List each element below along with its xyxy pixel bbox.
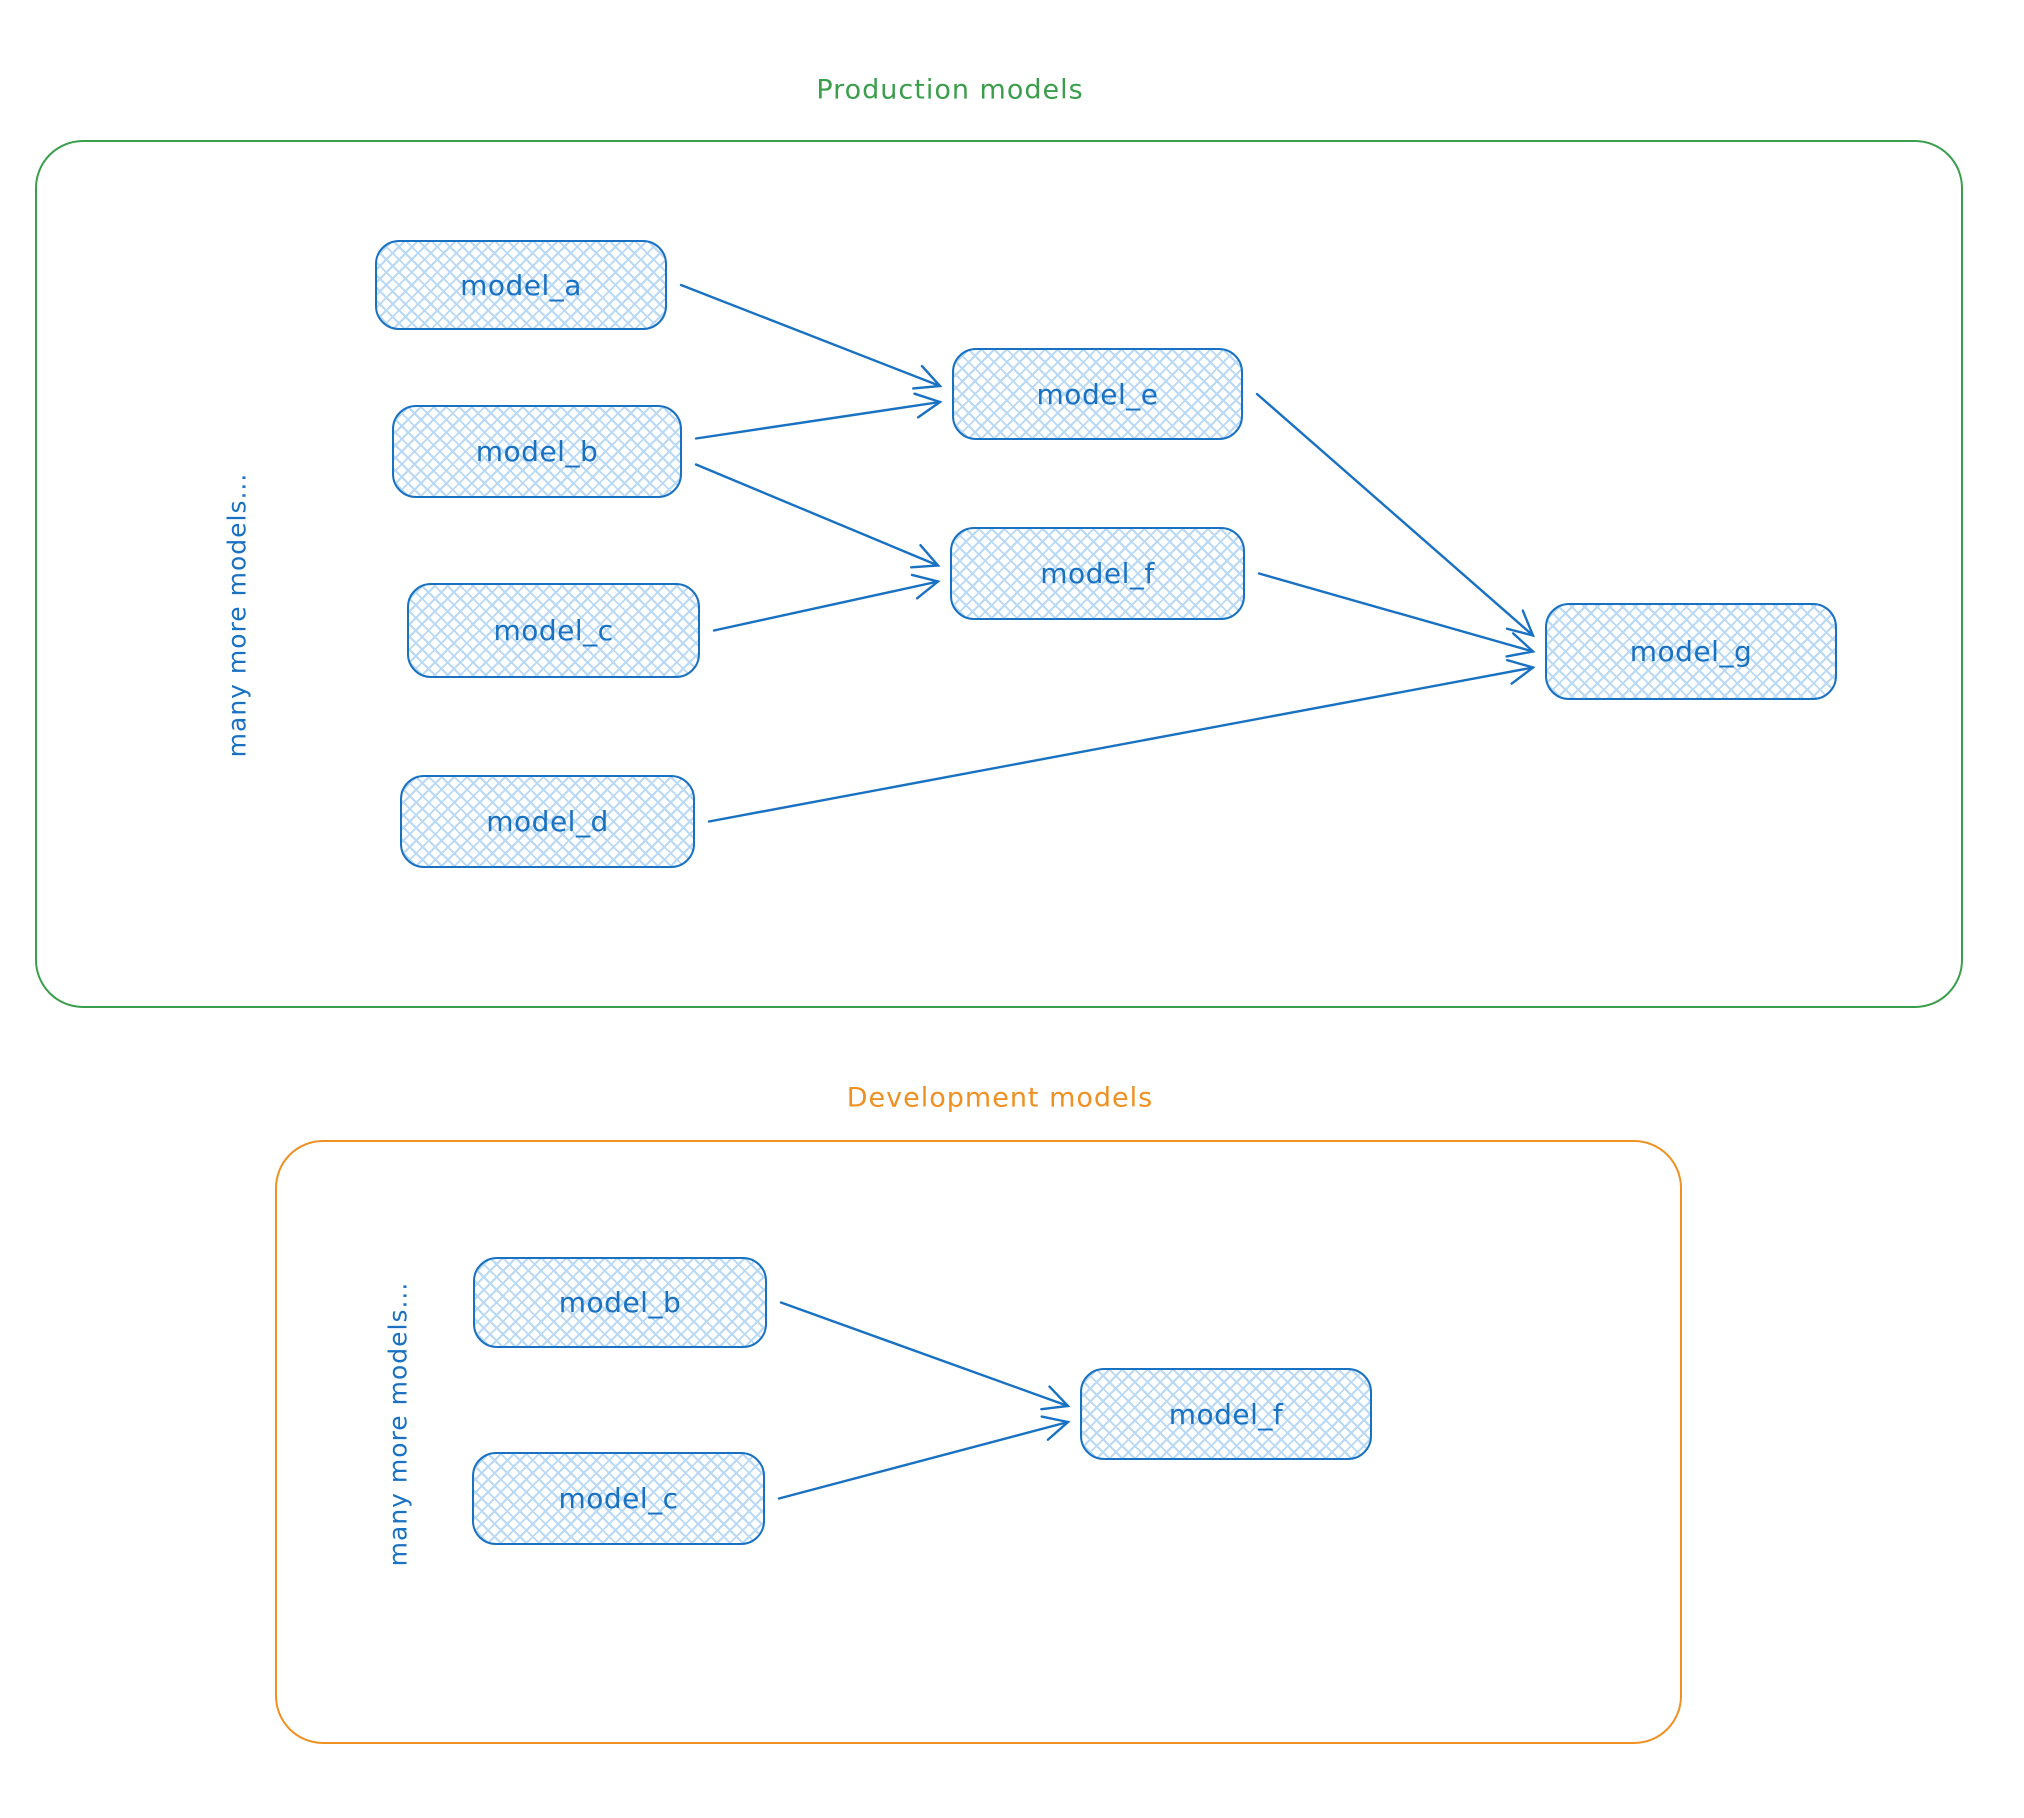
development-side-label: many more models... <box>383 1281 413 1567</box>
node-development-model_f: model_f <box>1080 1368 1372 1460</box>
production-frame <box>35 140 1963 1008</box>
node-development-model_c: model_c <box>472 1452 765 1545</box>
node-production-model_g: model_g <box>1545 603 1837 700</box>
node-production-model_b: model_b <box>392 405 682 498</box>
node-production-model_a: model_a <box>375 240 667 330</box>
node-production-model_f: model_f <box>950 527 1245 620</box>
node-production-model_c: model_c <box>407 583 700 678</box>
development-title: Development models <box>846 1082 1154 1114</box>
production-title: Production models <box>816 74 1084 106</box>
node-development-model_b: model_b <box>473 1257 767 1348</box>
development-frame <box>275 1140 1682 1744</box>
node-production-model_d: model_d <box>400 775 695 868</box>
node-production-model_e: model_e <box>952 348 1243 440</box>
production-side-label: many more models... <box>222 472 252 758</box>
